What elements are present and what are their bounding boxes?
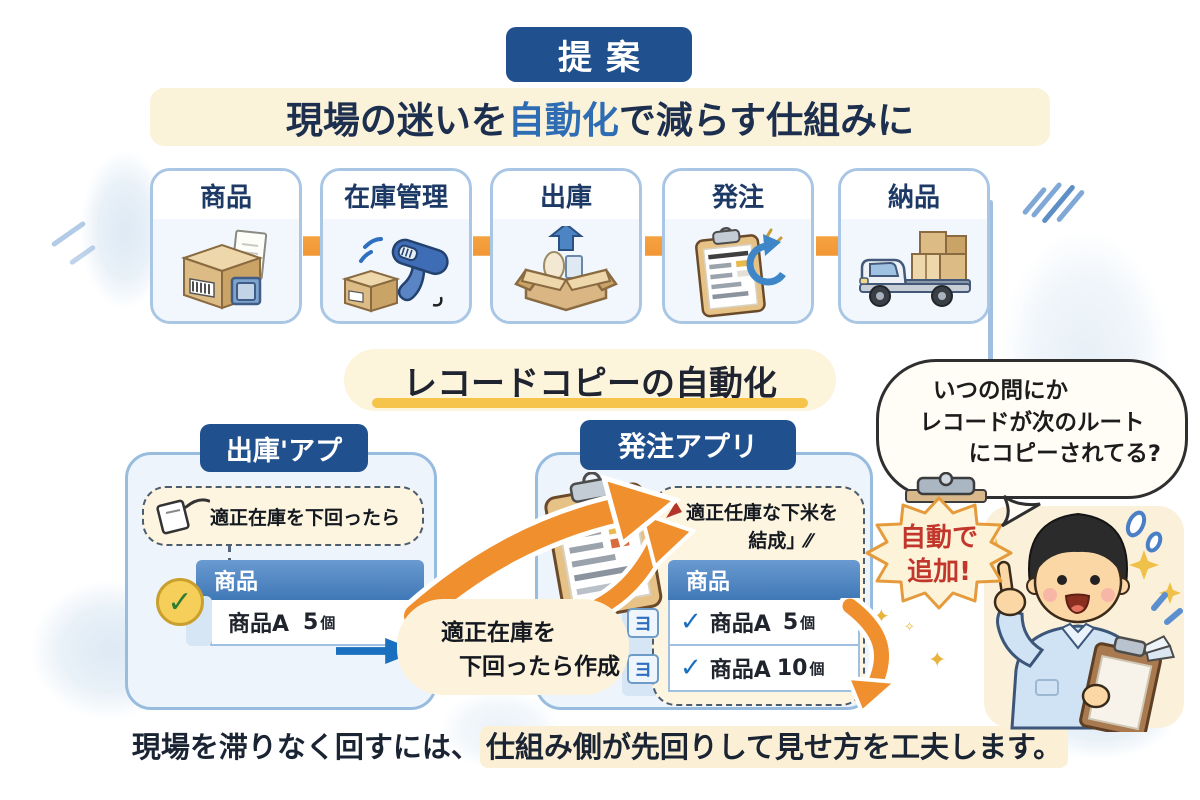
hacchu-table-header-label: 商品 <box>686 570 731 595</box>
proposal-badge-label: 提案 <box>558 38 654 78</box>
flow-step-shipping: 出庫 <box>490 168 642 324</box>
product-unit: 個 <box>320 613 336 632</box>
sparkle-icon: ✧ <box>904 620 915 635</box>
main-title-highlight: 自動化 <box>507 99 619 142</box>
speech-bubble-line: レコードが次のルート <box>919 409 1145 436</box>
record-side-icon: ヨ <box>627 608 659 638</box>
footer-highlight: 仕組み側が先回りして見せ方を工夫します。 <box>479 726 1069 768</box>
check-glyph: ✓ <box>167 584 193 620</box>
product-unit: 個 <box>809 659 825 678</box>
hacchu-condition-line1: 適正任庫な下米を <box>686 502 839 524</box>
flow-step-label: 出庫 <box>493 171 639 219</box>
memo-icon <box>156 498 210 535</box>
product-qty: 10 <box>776 655 808 681</box>
flow-step-order: 発注 <box>662 168 814 324</box>
dashed-connector <box>228 546 231 564</box>
hatch-decoration <box>1055 189 1086 223</box>
brush-stroke-decoration <box>988 200 993 375</box>
main-title-post: で減らす仕組みに <box>618 99 915 142</box>
footer-message: 現場を滞りなく回すには、仕組み側が先回りして見せ方を工夫します。 <box>0 724 1200 768</box>
speech-bubble-tail <box>1000 494 1041 528</box>
shukko-condition-text: 適正在庫を下回ったら <box>210 506 401 529</box>
main-title-banner: 現場の迷いを自動化で減らす仕組みに <box>150 88 1050 146</box>
product-name: 商品A <box>709 658 771 683</box>
hacchu-table-header: 商品 <box>668 560 860 600</box>
shukko-table-header: 商品 <box>196 560 424 600</box>
barcode-scanner-icon <box>323 219 469 321</box>
section-title-text: レコードコピーの自動化 <box>403 363 777 404</box>
curved-orange-arrow-small <box>586 509 697 620</box>
product-name: 商品A <box>709 612 771 637</box>
product-unit: 個 <box>800 613 816 632</box>
auto-add-burst <box>865 496 1013 610</box>
auto-add-line2: 追加! <box>907 556 971 587</box>
transfer-note-line: 下回ったら作成 <box>459 654 620 680</box>
check-glyph: ✓ <box>680 653 702 683</box>
clipboard-clip-icon <box>905 472 987 503</box>
product-qty: 5 <box>303 609 319 635</box>
flow-step-label: 商品 <box>153 171 299 219</box>
curved-orange-arrow <box>399 474 682 626</box>
check-glyph: ✓ <box>680 607 702 637</box>
package-box-icon <box>153 219 299 321</box>
speech-bubble-line: にコピーされてる? <box>968 441 1161 467</box>
flow-step-label: 納品 <box>841 171 987 219</box>
flow-step-label: 発注 <box>665 171 811 219</box>
hacchu-app-title-badge: 発注アプリ <box>580 420 796 470</box>
product-name: 商品A <box>228 612 290 637</box>
worker-character-illustration <box>984 506 1184 732</box>
hacchu-app-title: 発注アプリ <box>617 430 758 463</box>
speech-bubble: いつの問にか レコードが次のルート にコピーされてる? <box>876 359 1188 499</box>
flow-step-label: 在庫管理 <box>323 171 469 219</box>
flow-step-delivery: 納品 <box>838 168 990 324</box>
section-title-underline <box>372 398 808 408</box>
shukko-app-title: 出庫'アプ <box>225 435 343 467</box>
sparkle-icon: ✦ <box>928 648 947 673</box>
curved-orange-arrow-down <box>838 598 901 716</box>
main-title-pre: 現場の迷いを <box>285 99 508 142</box>
transfer-note: 適正在庫を 下回ったら作成 <box>397 599 629 695</box>
shukko-table-row: 商品A 5 個 <box>210 600 424 646</box>
auto-add-label: 自動で 追加! <box>878 522 1000 590</box>
footer-pre: 現場を滞りなく回すには、 <box>131 730 480 764</box>
shukko-app-title-badge: 出庫'アプ <box>200 424 368 472</box>
red-arrow-icon <box>666 502 682 518</box>
product-qty: 5 <box>782 609 799 635</box>
flow-step-product: 商品 <box>150 168 302 324</box>
record-side-glyph: ヨ <box>634 614 652 635</box>
hacchu-condition-line2: 結成」⁄⁄ <box>748 530 812 552</box>
transfer-note-line: 適正在庫を <box>441 620 556 646</box>
speech-bubble-line: いつの問にか <box>933 378 1069 404</box>
shukko-table-header-label: 商品 <box>214 570 259 595</box>
shukko-condition-note: 適正在庫を下回ったら <box>142 486 424 546</box>
record-side-glyph: ヨ <box>634 660 652 681</box>
hacchu-table-row: ✓ 商品A 10 個 <box>668 646 860 692</box>
open-box-icon <box>493 219 639 321</box>
proposal-badge: 提案 <box>506 27 692 82</box>
record-side-icon: ヨ <box>627 654 659 684</box>
flow-step-inventory: 在庫管理 <box>320 168 472 324</box>
delivery-truck-icon <box>841 219 987 321</box>
check-circle-icon: ✓ <box>156 578 204 626</box>
auto-add-line1: 自動で <box>899 523 978 553</box>
order-clipboard-icon <box>665 219 811 321</box>
